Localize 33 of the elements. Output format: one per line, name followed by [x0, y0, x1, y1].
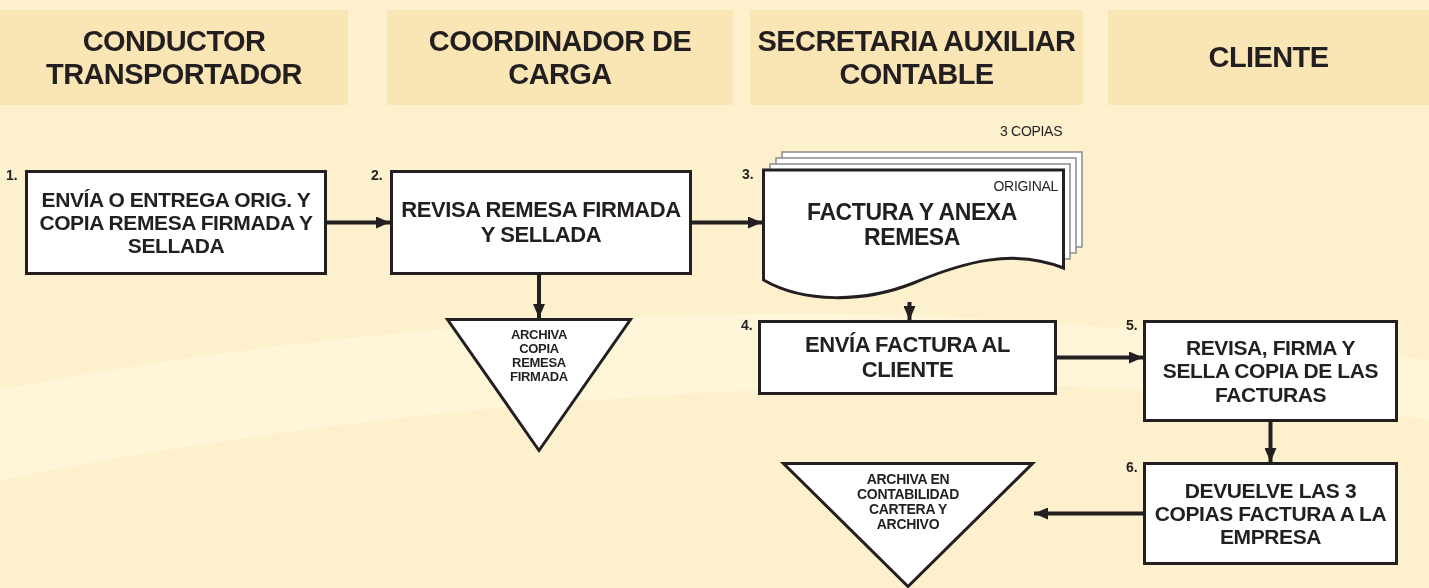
sheet-label: ORIGINAL — [993, 178, 1058, 194]
lane-title: SECRETARIA AUXILIAR CONTABLE — [756, 25, 1077, 90]
lane-header — [0, 10, 348, 105]
arrow — [1034, 507, 1143, 520]
process-text: DEVUELVE LAS 3 COPIAS FACTURA A LA EMPRESA — [1154, 478, 1387, 549]
arrow — [903, 302, 916, 320]
lane-title: COORDINADOR DE CARGA — [427, 25, 693, 90]
copies-note: 3 COPIAS — [1000, 123, 1063, 139]
arrow — [327, 216, 390, 229]
archive-triangle — [782, 462, 1034, 588]
process-text: REVISA, FIRMA Y SELLA COPIA DE LAS FACTURAS — [1161, 336, 1380, 406]
document-text: FACTURA Y ANEXA REMESA — [806, 200, 1018, 251]
lane-header — [750, 10, 1083, 105]
step-number: 1. — [6, 167, 18, 183]
lane-title: CONDUCTOR TRANSPORTADOR — [45, 25, 303, 90]
step-number: 6. — [1126, 459, 1138, 475]
archive-text: ARCHIVA COPIA REMESA FIRMADA — [509, 328, 569, 385]
archive-triangle — [446, 318, 632, 452]
step-number: 2. — [371, 167, 383, 183]
lane-header — [1108, 10, 1429, 105]
arrow — [1057, 351, 1143, 364]
step-number: 4. — [741, 317, 753, 333]
step-number: 5. — [1126, 317, 1138, 333]
process-text: REVISA REMESA FIRMADA Y SELLADA — [401, 198, 681, 247]
arrow — [1264, 422, 1277, 462]
process-text: ENVÍA FACTURA AL CLIENTE — [803, 333, 1011, 382]
arrow — [692, 216, 762, 229]
step-number: 3. — [742, 166, 754, 182]
arrow — [533, 275, 545, 318]
archive-text: ARCHIVA EN CONTABILIDAD CARTERA Y ARCHIVO — [856, 472, 960, 533]
process-text: ENVÍA O ENTREGA ORIG. Y COPIA REMESA FIRMADA Y SELLADA — [38, 187, 314, 258]
lane-header — [387, 10, 733, 105]
lane-title: CLIENTE — [1208, 41, 1329, 74]
